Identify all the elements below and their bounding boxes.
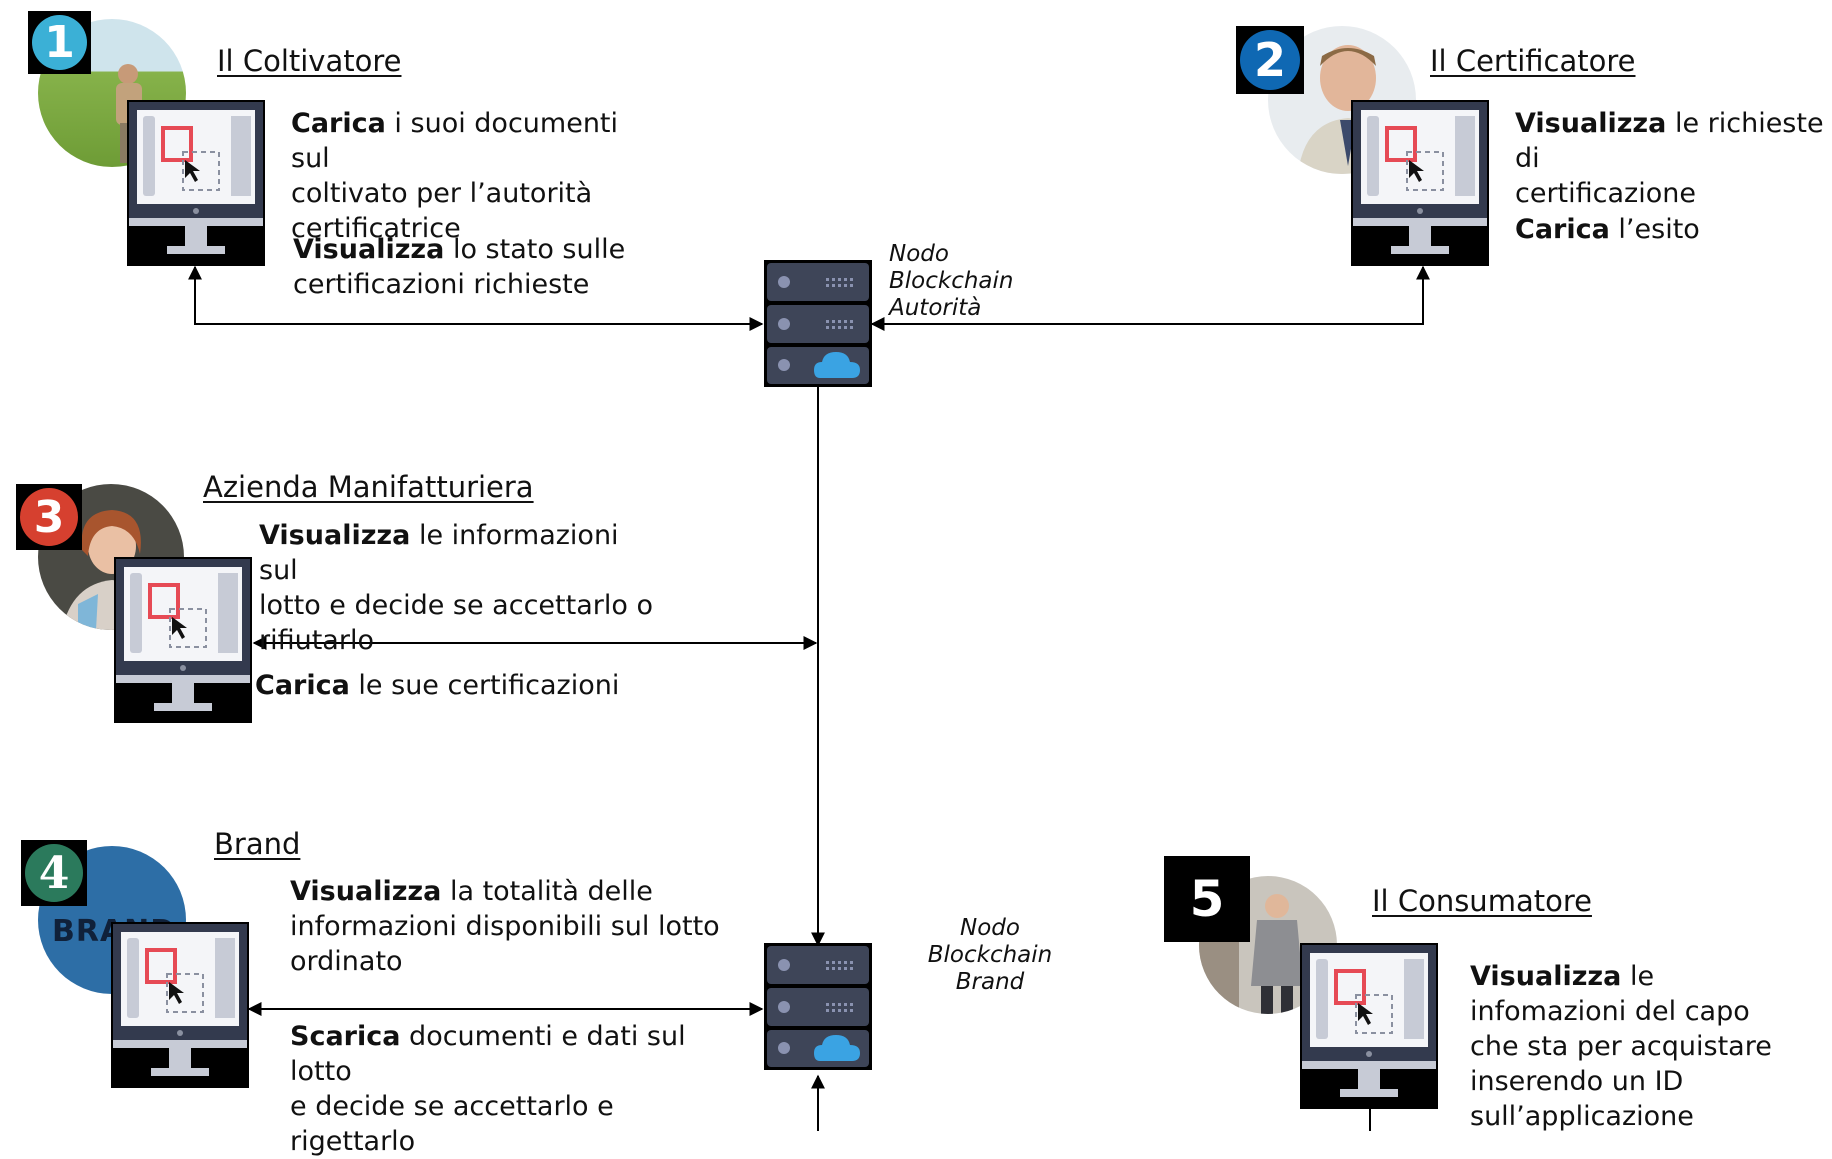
coltivatore-text-1: Carica i suoi documenti sul coltivato pe… [291,108,619,244]
badge-1: 1 [28,11,91,74]
badge-2: 2 [1236,26,1304,94]
brand-text-1: Visualizza la totalità delle informazion… [290,876,720,977]
badge-4: 4 [21,840,87,906]
server-icon-autorita [764,260,872,387]
node-label-brand: Nodo Blockchain Brand [927,915,1053,995]
certificatore-title: Il Certificatore [1430,44,1636,78]
azienda-monitor-icon [114,557,252,723]
brand-title: Brand [214,827,301,861]
certificatore-monitor-icon [1351,100,1489,266]
azienda-title: Azienda Manifatturiera [203,470,534,504]
azienda-text-2: Carica le sue certificazioni [255,670,620,701]
coltivatore-title: Il Coltivatore [217,44,402,78]
consumatore-monitor-icon [1300,943,1438,1109]
badge-3: 3 [16,484,82,550]
arrow-coltivatore-node [188,265,764,331]
brand-monitor-icon [111,922,249,1088]
node-label-autorita: Nodo Blockchain Autorità [889,241,1014,321]
brand-text-2: Scarica documenti e dati sul lotto e dec… [290,1021,686,1157]
coltivatore-text-2: Visualizza lo stato sulle certificazioni… [293,234,626,300]
arrow-consumatore-node [811,1074,1371,1131]
coltivatore-monitor-icon [127,100,265,266]
connectors [188,265,1430,1131]
consumatore-text-1: Visualizza le infomazioni del capo che s… [1470,961,1772,1132]
badge-5: 5 [1164,856,1250,942]
azienda-text-1: Visualizza le informazioni sul lotto e d… [259,520,653,656]
certificatore-text-2: Carica l’esito [1515,214,1700,245]
consumatore-title: Il Consumatore [1372,884,1592,918]
arrow-certificatore-node [870,265,1430,331]
server-icon-brand [764,943,872,1070]
certificatore-text-1: Visualizza le richieste di certificazion… [1515,108,1824,209]
